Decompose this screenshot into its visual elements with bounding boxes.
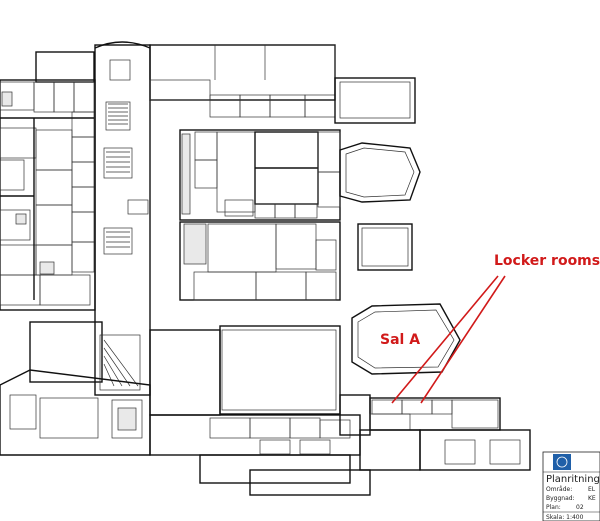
title-block-title: Planritning [546,474,600,485]
title-block: Planritning Område: EL Byggnad: KE Plan:… [542,451,600,521]
lower-halls [29,303,461,416]
sal-a-label: Sal A [380,332,420,348]
annotations: Locker rooms Sal A [380,253,600,404]
middle-rooms [179,221,413,301]
title-block-row-byggnad-label: Byggnad: [546,495,575,502]
left-wing [0,51,96,311]
top-center-rooms [149,44,416,124]
title-block-row-omrade-value: EL [588,486,596,493]
title-block-scale: Skala: 1:400 [546,514,584,521]
center-block [179,129,341,221]
upper-right-hall [339,142,421,203]
title-block-row-plan-label: Plan: [546,504,561,511]
central-corridor [94,41,151,396]
title-block-row-plan-value: 02 [576,504,584,511]
kth-logo [553,454,571,470]
title-block-row-byggnad-value: KE [588,495,596,502]
locker-rooms-label: Locker rooms [494,253,600,269]
locker-rooms-arrow-1 [391,275,499,404]
title-block-row-omrade-label: Område: [546,486,572,493]
bottom-strip [0,369,531,496]
locker-rooms-arrow-2 [420,275,506,404]
